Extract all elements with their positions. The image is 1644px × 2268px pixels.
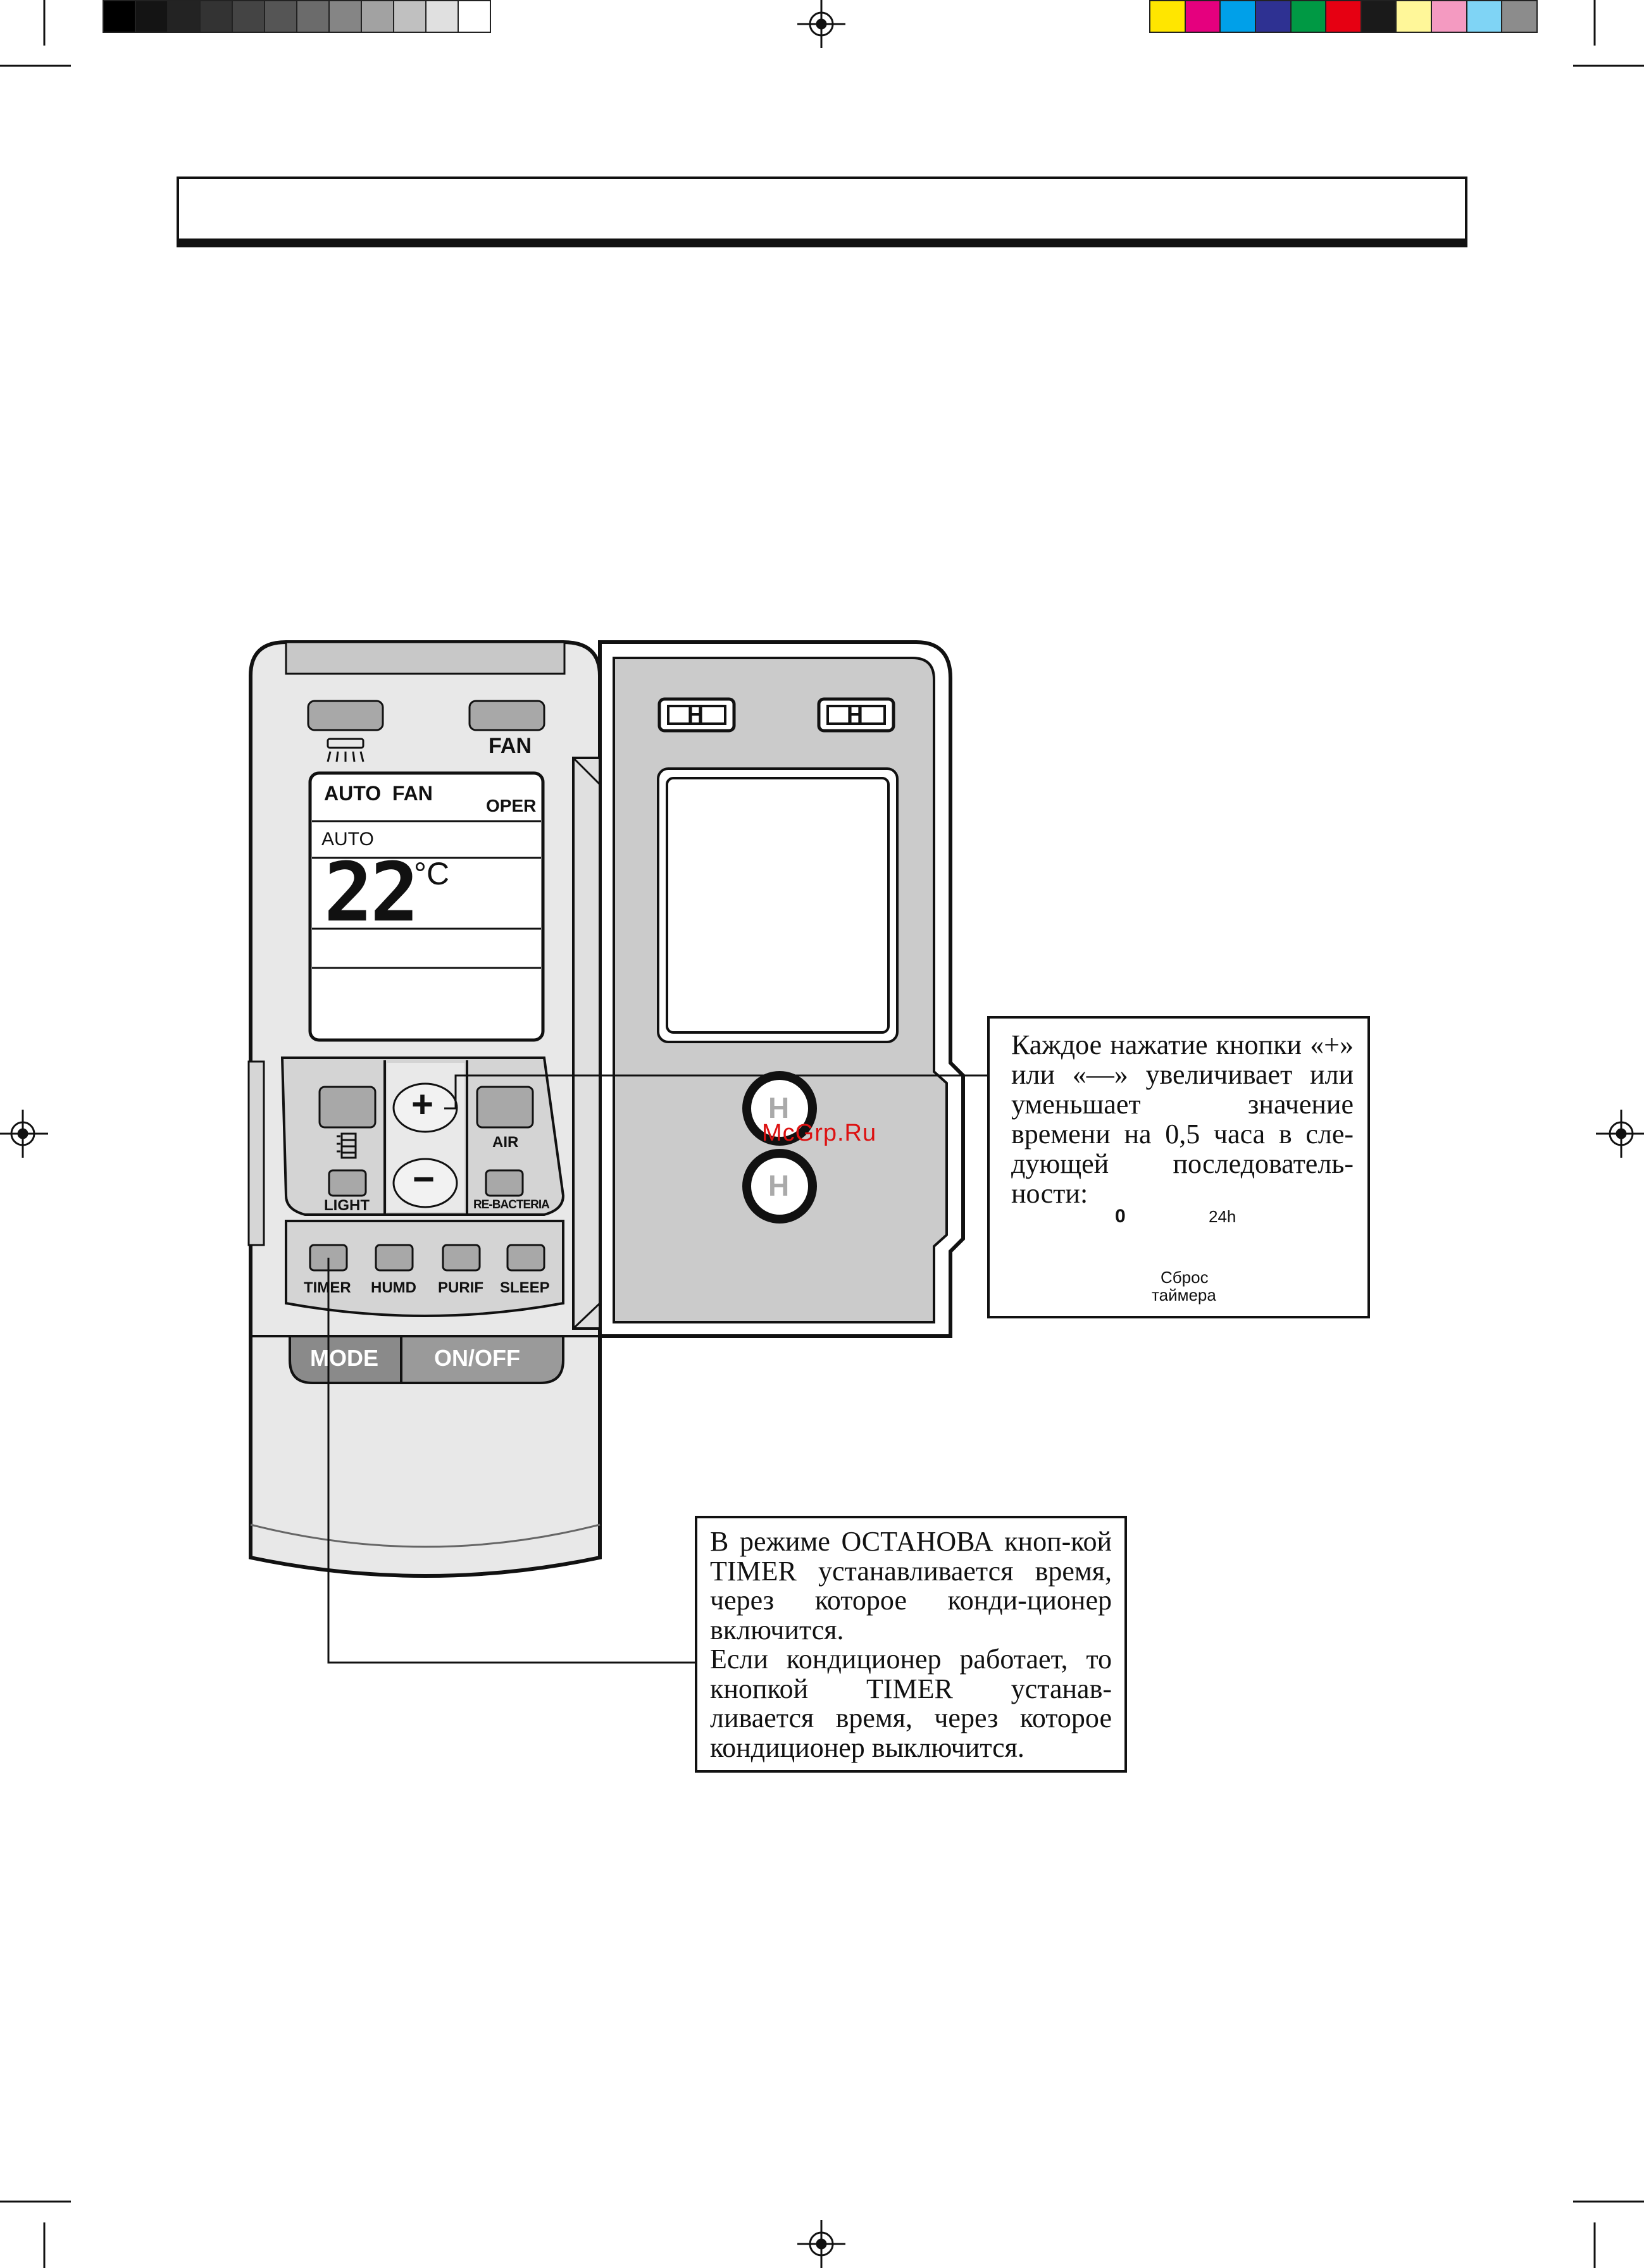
purif-button: [442, 1244, 481, 1272]
onoff-button: [400, 1335, 564, 1384]
color-swatch: [1467, 1, 1503, 32]
watermark: McGrp.Ru: [762, 1120, 877, 1146]
color-swatch: [459, 1, 490, 32]
color-swatch: [1432, 1, 1467, 32]
color-swatch: [297, 1, 330, 32]
color-swatch: [330, 1, 362, 32]
sleep-label: SLEEP: [500, 1279, 550, 1296]
seq-start: 0: [1115, 1206, 1126, 1227]
mode-button: [289, 1335, 402, 1384]
fan-button: [468, 700, 545, 731]
registration-mark-right: [1596, 1110, 1644, 1158]
lcd-unit: °C: [414, 856, 450, 891]
color-swatch: [362, 1, 394, 32]
color-swatch: [1150, 1, 1186, 32]
humd-button: [375, 1244, 414, 1272]
purif-label: PURIF: [438, 1279, 483, 1296]
cover-top-right-glyph: H: [847, 702, 863, 728]
side-grip: [247, 1060, 265, 1246]
color-bar: [1149, 0, 1538, 33]
grayscale-bar: [103, 0, 491, 33]
seq-end: 24h: [1209, 1207, 1236, 1226]
color-swatch: [1502, 1, 1537, 32]
color-swatch: [104, 1, 136, 32]
color-swatch: [201, 1, 233, 32]
color-swatch: [265, 1, 297, 32]
color-swatch: [1291, 1, 1327, 32]
registration-mark-top: [797, 0, 845, 48]
cover-minus-button: [742, 1149, 817, 1224]
color-swatch: [1185, 1, 1221, 32]
lcd-oper: OPER: [486, 796, 537, 815]
seq-reset-line2: таймера: [1152, 1286, 1216, 1304]
callout-timer: В режиме ОСТАНОВА кноп-кой TIMER устанав…: [695, 1516, 1127, 1773]
callout-timer-text-1: В режиме ОСТАНОВА кноп-кой TIMER устанав…: [710, 1526, 1112, 1645]
light-icon: [337, 1132, 357, 1159]
air-label: AIR: [492, 1134, 519, 1151]
callout-plus-minus-text: Каждое нажатие кнопки «+» или «—» увелич…: [1011, 1029, 1354, 1209]
color-swatch: [1255, 1, 1292, 32]
mode-label: MODE: [310, 1345, 378, 1371]
cover-top-left-glyph: H: [687, 702, 704, 728]
air-button: [476, 1086, 534, 1129]
color-swatch: [1361, 1, 1397, 32]
leader-timer: [327, 1258, 696, 1664]
leader-plus-minus: [444, 1074, 989, 1110]
timer-label: TIMER: [304, 1279, 351, 1296]
ir-window: [285, 641, 566, 675]
minus-button: [392, 1158, 458, 1208]
light-label: LIGHT: [324, 1197, 370, 1214]
callout-timer-text-2: Если кондиционер работает, то кнопкой TI…: [710, 1644, 1112, 1763]
rebacteria-button: [485, 1169, 524, 1197]
callout-plus-minus: Каждое нажатие кнопки «+» или «—» увелич…: [987, 1016, 1370, 1318]
color-swatch: [136, 1, 168, 32]
fan-label: FAN: [489, 734, 532, 758]
color-swatch: [1221, 1, 1256, 32]
lcd-auto: AUTO: [321, 829, 374, 850]
minus-symbol: −: [413, 1158, 435, 1200]
cover-minus-glyph: H: [768, 1169, 790, 1202]
color-swatch: [168, 1, 201, 32]
cover-hinge: [572, 757, 601, 1330]
cover-plus-glyph: H: [768, 1091, 790, 1124]
color-swatch: [1326, 1, 1362, 32]
swing-button: [307, 700, 384, 731]
lcd-display: [308, 771, 545, 1042]
color-swatch: [427, 1, 459, 32]
panel-left-button: [318, 1086, 377, 1129]
color-swatch: [394, 1, 427, 32]
color-swatch: [1397, 1, 1433, 32]
plus-button: [392, 1082, 458, 1133]
lcd-mode-line: AUTO FAN: [324, 782, 433, 805]
light-button: [328, 1169, 367, 1197]
seq-reset-line1: Сброс: [1161, 1268, 1209, 1287]
bottom-button-panel: [285, 1220, 564, 1317]
plus-symbol: +: [411, 1083, 434, 1125]
color-swatch: [233, 1, 265, 32]
registration-mark-bottom: [797, 2220, 845, 2268]
rebacteria-label: RE-BACTERIA: [473, 1198, 550, 1211]
sleep-button: [506, 1244, 545, 1272]
lcd-temperature: 22: [324, 846, 419, 940]
onoff-label: ON/OFF: [434, 1345, 520, 1371]
humd-label: HUMD: [371, 1279, 416, 1296]
section-header-box: [177, 177, 1467, 247]
swing-icon: [327, 738, 364, 762]
registration-mark-left: [0, 1110, 48, 1158]
